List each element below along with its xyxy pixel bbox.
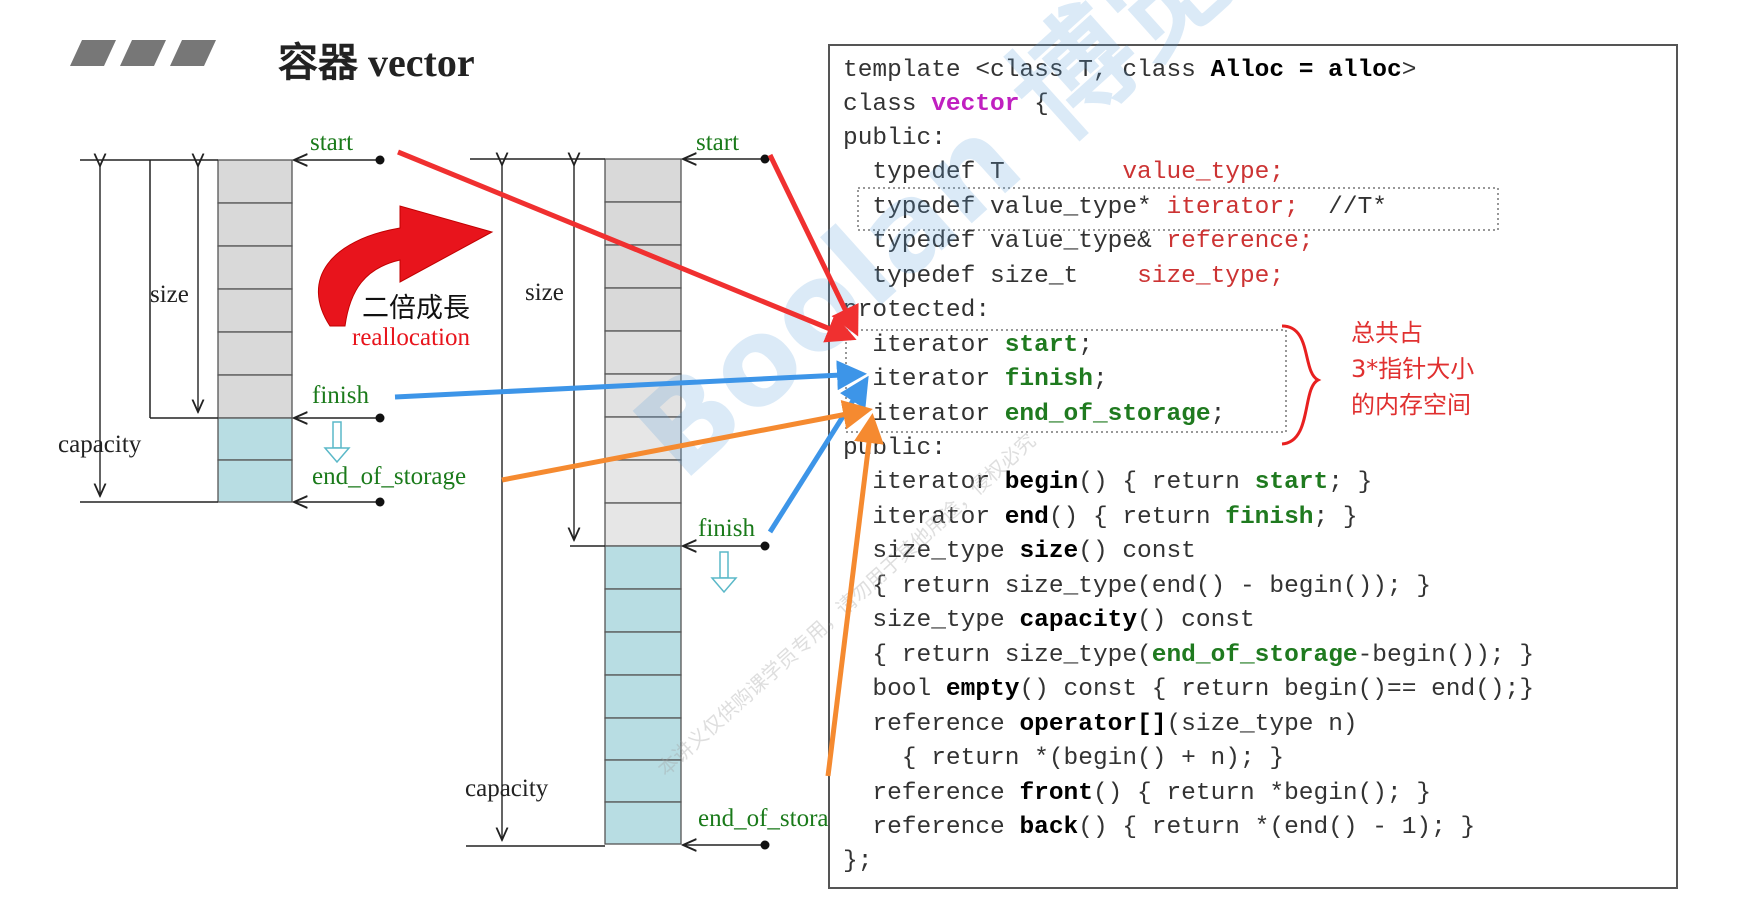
- title-decoration: [70, 40, 216, 66]
- code-line: { return *(begin() + n); }: [843, 745, 1285, 772]
- code-line: template <class T, class Alloc = alloc>: [843, 57, 1417, 84]
- code-line: public:: [843, 125, 946, 152]
- code-line: bool empty() const { return begin()== en…: [843, 676, 1535, 703]
- note-line-1: 总共占: [1351, 319, 1423, 347]
- code-line: size_type size() const: [843, 538, 1196, 565]
- code-line: iterator end_of_storage;: [843, 401, 1226, 428]
- right-capacity-label: capacity: [465, 775, 549, 802]
- left-finish-label: finish: [312, 382, 369, 409]
- left-used-cells: [217, 159, 293, 419]
- right-size-label: size: [525, 279, 564, 306]
- code-line: typedef value_type& reference;: [843, 228, 1314, 255]
- code-line: { return size_type(end() - begin()); }: [843, 573, 1432, 600]
- growth-label-cn: 二倍成長: [362, 293, 470, 324]
- left-memory-block: [80, 156, 385, 507]
- code-line: class vector {: [843, 91, 1049, 118]
- slide-title-text: 容器 vector: [278, 40, 475, 85]
- slide-title: 容器 vector: [268, 30, 475, 88]
- code-line: { return size_type(end_of_storage-begin(…: [843, 642, 1535, 669]
- code-line: typedef size_t size_type;: [843, 263, 1285, 290]
- code-line: };: [843, 848, 873, 875]
- left-capacity-label: capacity: [58, 431, 142, 458]
- code-line: iterator start;: [843, 332, 1093, 359]
- code-line: iterator end() { return finish; }: [843, 504, 1358, 531]
- code-line: reference front() { return *begin(); }: [843, 780, 1432, 807]
- right-eos-label: end_of_storage: [698, 805, 852, 832]
- left-free-cells: [217, 417, 293, 503]
- right-used-cells: [604, 158, 682, 547]
- note-line-3: 的内存空间: [1351, 391, 1471, 419]
- code-line: typedef T value_type;: [843, 159, 1285, 186]
- code-line: reference back() { return *(end() - 1); …: [843, 814, 1476, 841]
- code-line: iterator finish;: [843, 366, 1108, 393]
- code-line: protected:: [843, 297, 991, 324]
- left-size-label: size: [150, 281, 189, 308]
- code-line: size_type capacity() const: [843, 607, 1255, 634]
- code-line: reference operator[](size_type n): [843, 711, 1358, 738]
- code-line: public:: [843, 435, 946, 462]
- right-free-cells: [604, 545, 682, 845]
- left-start-label: start: [310, 129, 353, 156]
- left-eos-label: end_of_storage: [312, 463, 466, 490]
- code-listing-box: [828, 44, 1678, 889]
- right-start-label: start: [696, 129, 739, 156]
- left-finish-down-arrow-icon: [323, 421, 351, 464]
- right-memory-block: [466, 155, 770, 850]
- code-line: iterator begin() { return start; }: [843, 469, 1373, 496]
- growth-label-en: reallocation: [352, 324, 470, 351]
- right-finish-down-arrow-icon: [710, 551, 738, 594]
- right-finish-label: finish: [698, 515, 755, 542]
- code-line: typedef value_type* iterator; //T*: [843, 194, 1387, 221]
- note-line-2: 3*指针大小: [1351, 355, 1475, 383]
